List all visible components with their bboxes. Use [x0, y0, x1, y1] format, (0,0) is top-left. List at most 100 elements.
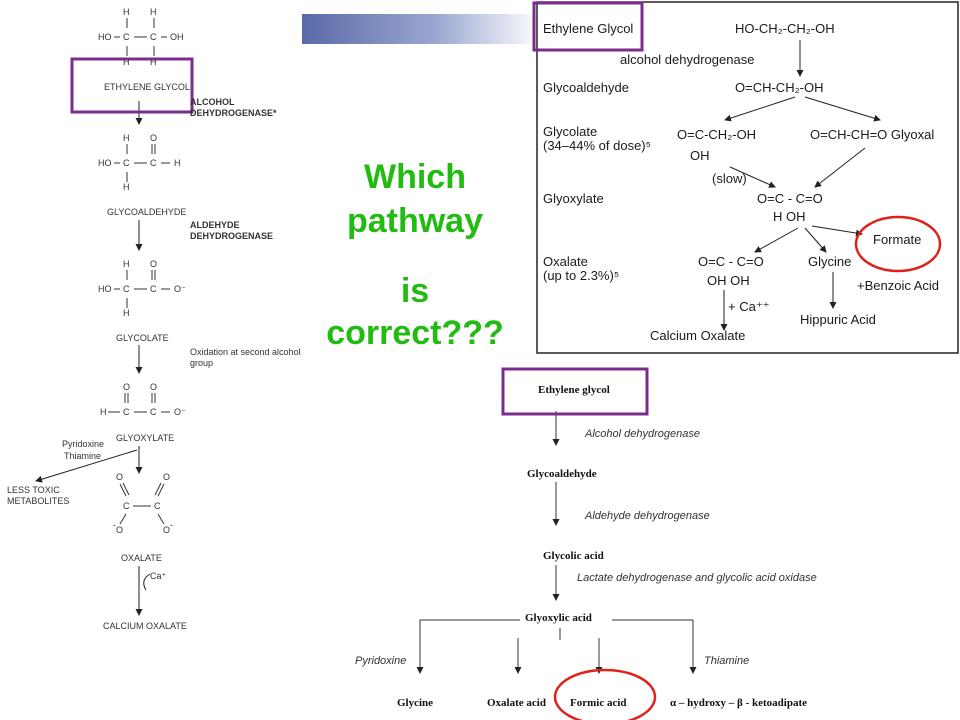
atom-c: C [123, 501, 130, 511]
compound-label: Ethylene Glycol [543, 21, 634, 36]
atom-o-minus: O⁻ [174, 284, 186, 294]
atom-o: O [116, 472, 124, 482]
title-banner [302, 14, 542, 44]
atom-c: C [123, 284, 130, 294]
compound-label: Glycolate [543, 124, 598, 139]
compound-name: GLYCOLATE [116, 333, 169, 343]
right-top-arrows [720, 40, 881, 331]
atom-o: O [116, 525, 124, 535]
formula: O=C-CH₂-OH [677, 127, 757, 142]
atom-o: O [163, 472, 171, 482]
question-line3: is [400, 272, 430, 310]
formula: O=CH-CH₂-OH [735, 80, 824, 95]
enzyme-label: Lactate dehydrogenase and glycolic acid … [577, 572, 817, 584]
atom-oh: OH [170, 32, 184, 42]
atom-c: C [123, 32, 130, 42]
formula: O=C - C=O [698, 254, 764, 269]
enzyme-label: Aldehyde dehydrogenase [585, 510, 710, 522]
formula: OH [690, 148, 710, 163]
cofactor-label: Thiamine [64, 451, 102, 461]
cofactor-label: Pyridoxine [355, 655, 407, 667]
dose-note: (34–44% of dose)⁵ [543, 138, 652, 153]
enzyme-label: Alcohol dehydrogenase [585, 428, 700, 440]
rate-label: (slow) [712, 171, 747, 186]
compound-label: Glyoxylate [543, 191, 604, 206]
note-label: Oxidation at second alcohol [190, 347, 301, 357]
atom-c: C [150, 32, 157, 42]
atom-o: O [150, 259, 158, 269]
atom-c: C [123, 158, 130, 168]
atom-o: O [163, 525, 171, 535]
atom-c: C [150, 158, 157, 168]
compound-name: ETHYLENE GLYCOL [104, 82, 190, 92]
reagent-label: +Benzoic Acid [857, 278, 940, 293]
atom-h: H [174, 158, 181, 168]
atom-o: O [123, 382, 131, 392]
atom-ho: HO [98, 158, 112, 168]
enzyme-label: ALCOHOL [190, 97, 235, 107]
compound-label: Formic acid [570, 697, 627, 709]
atom-h: H [123, 133, 130, 143]
left-bonds [108, 18, 170, 525]
ion-label: Ca⁺ [150, 571, 167, 581]
cofactor-label: Thiamine [704, 655, 750, 667]
question-line1: Which [364, 158, 466, 196]
enzyme-label: ALDEHYDE [190, 220, 240, 230]
atom-ho: HO [98, 32, 112, 42]
compound-label: Glycolic acid [543, 550, 604, 562]
atom-c: C [154, 501, 161, 511]
compound-name: OXALATE [121, 553, 162, 563]
atom-h: H [123, 308, 130, 318]
left-arrows [35, 101, 151, 616]
formula: O=CH-CH=O Glyoxal [810, 127, 935, 142]
dose-note: (up to 2.3%)⁵ [543, 268, 620, 283]
atom-h: H [150, 57, 157, 67]
formula: OH OH [707, 273, 750, 288]
compound-label: Calcium Oxalate [650, 328, 746, 343]
enzyme-label: DEHYDROGENASE* [190, 108, 277, 118]
compound-label: Glycine [397, 697, 434, 709]
charge: - [170, 520, 173, 530]
atom-h: H [123, 7, 130, 17]
highlight-boxes [70, 1, 649, 416]
atom-o: O [150, 133, 158, 143]
atom-ho: HO [98, 284, 112, 294]
formula: H OH [773, 209, 806, 224]
compound-label: Glycoaldehyde [527, 468, 597, 480]
formula: O=C - C=O [757, 191, 823, 206]
highlight-circles [553, 215, 942, 720]
atom-h: H [123, 57, 130, 67]
compound-label: Glyoxylic acid [525, 612, 592, 624]
cofactor-label: Pyridoxine [62, 439, 105, 449]
question-line4: correct??? [326, 314, 504, 352]
atom-o-minus: O⁻ [174, 407, 186, 417]
compound-label: Oxalate [543, 254, 588, 269]
atom-c: C [123, 407, 130, 417]
enzyme-label: DEHYDROGENASE [190, 231, 274, 241]
atom-h: H [100, 407, 107, 417]
compound-label: α – hydroxy – β - ketoadipate [670, 697, 808, 709]
atom-c: C [150, 284, 157, 294]
compound-label: Oxalate acid [487, 697, 546, 709]
right-bottom-arrows [416, 411, 697, 674]
less-toxic-label: LESS TOXIC [7, 485, 60, 495]
compound-name: CALCIUM OXALATE [103, 621, 187, 631]
compound-label: Formate [873, 232, 922, 247]
note-label: group [190, 358, 214, 368]
atom-o: O [150, 382, 158, 392]
formula: HO-CH₂-CH₂-OH [735, 21, 835, 36]
compound-name: GLYCOALDEHYDE [107, 207, 187, 217]
less-toxic-label: METABOLITES [7, 496, 70, 506]
compound-label: Glycine [808, 254, 852, 269]
atom-h: H [150, 7, 157, 17]
compound-label: Hippuric Acid [800, 312, 876, 327]
compound-label: Ethylene glycol [538, 384, 610, 396]
atom-c: C [150, 407, 157, 417]
compound-label: Glycoaldehyde [543, 80, 629, 95]
ion-label: + Ca⁺⁺ [728, 299, 770, 314]
atom-h: H [123, 182, 130, 192]
compound-name: GLYOXYLATE [116, 433, 175, 443]
enzyme-label: alcohol dehydrogenase [620, 52, 755, 67]
atom-h: H [123, 259, 130, 269]
